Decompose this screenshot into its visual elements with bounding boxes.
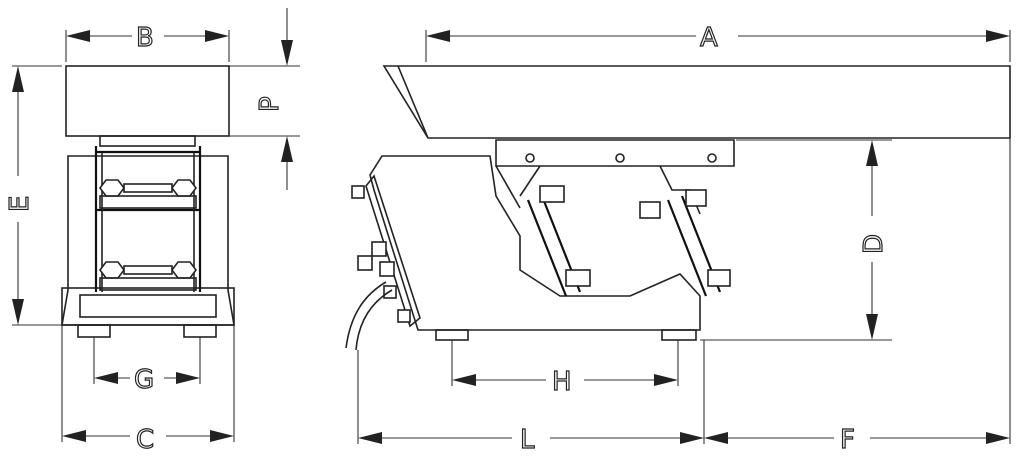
- front-body: [61, 155, 235, 326]
- label-p: P: [255, 96, 285, 112]
- side-cable-b: [355, 289, 393, 351]
- front-base-inner: [79, 294, 217, 318]
- label-e: E: [5, 196, 35, 212]
- side-end-plate: [365, 174, 421, 328]
- dimension-f: [704, 138, 1011, 444]
- side-bolts: [539, 185, 731, 287]
- side-hanger-lines: [495, 165, 701, 215]
- front-stem: [99, 135, 196, 147]
- dimension-h: [451, 340, 679, 386]
- dimension-c: [61, 325, 235, 442]
- side-mount-plate: [495, 139, 735, 167]
- side-drive-body: [369, 155, 701, 331]
- label-c: C: [136, 425, 154, 455]
- front-foot-left: [77, 324, 111, 338]
- dimension-p: [229, 8, 300, 190]
- dimension-a: [425, 30, 1011, 62]
- front-foot-right: [183, 324, 217, 338]
- side-view: [345, 30, 1011, 444]
- label-a: A: [700, 23, 718, 53]
- front-view: [12, 8, 300, 442]
- label-b: B: [136, 23, 154, 53]
- dimension-e: [12, 65, 62, 326]
- label-f: F: [840, 425, 855, 455]
- side-foot-left: [435, 329, 469, 341]
- dimension-labels: B A G H C L F P E D: [4, 22, 889, 455]
- front-bracket: [94, 146, 202, 292]
- front-bolts: [99, 179, 197, 291]
- side-trough: [382, 65, 1011, 139]
- label-l: L: [520, 425, 535, 455]
- dimension-d: [700, 139, 892, 341]
- dimension-l: [357, 340, 705, 444]
- label-d: D: [859, 234, 889, 254]
- side-end-bolts: [351, 185, 411, 323]
- side-foot-right: [661, 329, 697, 341]
- side-trough-lip: [397, 65, 429, 139]
- front-base-plate: [61, 287, 235, 326]
- side-cable-a: [345, 281, 387, 349]
- side-mount-holes: [525, 153, 717, 163]
- front-trough: [65, 65, 230, 137]
- label-g: G: [134, 365, 154, 395]
- label-h: H: [552, 367, 572, 397]
- dimension-b: [65, 30, 230, 62]
- dimension-g: [93, 337, 201, 384]
